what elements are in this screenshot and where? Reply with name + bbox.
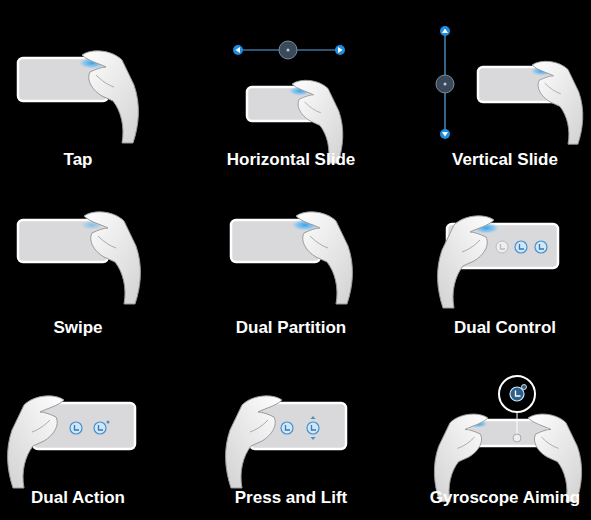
dual-action-illustration (8, 396, 135, 488)
press-and-lift-illustration (226, 396, 346, 488)
gesture-label: Tap (64, 150, 93, 170)
horizontal-slide-illustration (233, 41, 345, 163)
dual-control-illustration (438, 216, 558, 308)
gesture-label: Dual Action (31, 488, 125, 508)
gesture-label: Gyroscope Aiming (430, 488, 581, 508)
dual-partition-illustration (231, 212, 352, 304)
gyroscope-aiming-illustration (434, 376, 581, 502)
tap-illustration (18, 51, 138, 143)
vertical-slide-illustration (436, 26, 583, 144)
swipe-illustration (18, 212, 140, 304)
gesture-label: Press and Lift (235, 488, 347, 508)
gesture-label: Dual Control (454, 318, 556, 338)
gesture-label: Vertical Slide (452, 150, 558, 170)
gesture-label: Horizontal Slide (227, 150, 355, 170)
gesture-label: Swipe (53, 318, 102, 338)
gesture-label: Dual Partition (236, 318, 347, 338)
